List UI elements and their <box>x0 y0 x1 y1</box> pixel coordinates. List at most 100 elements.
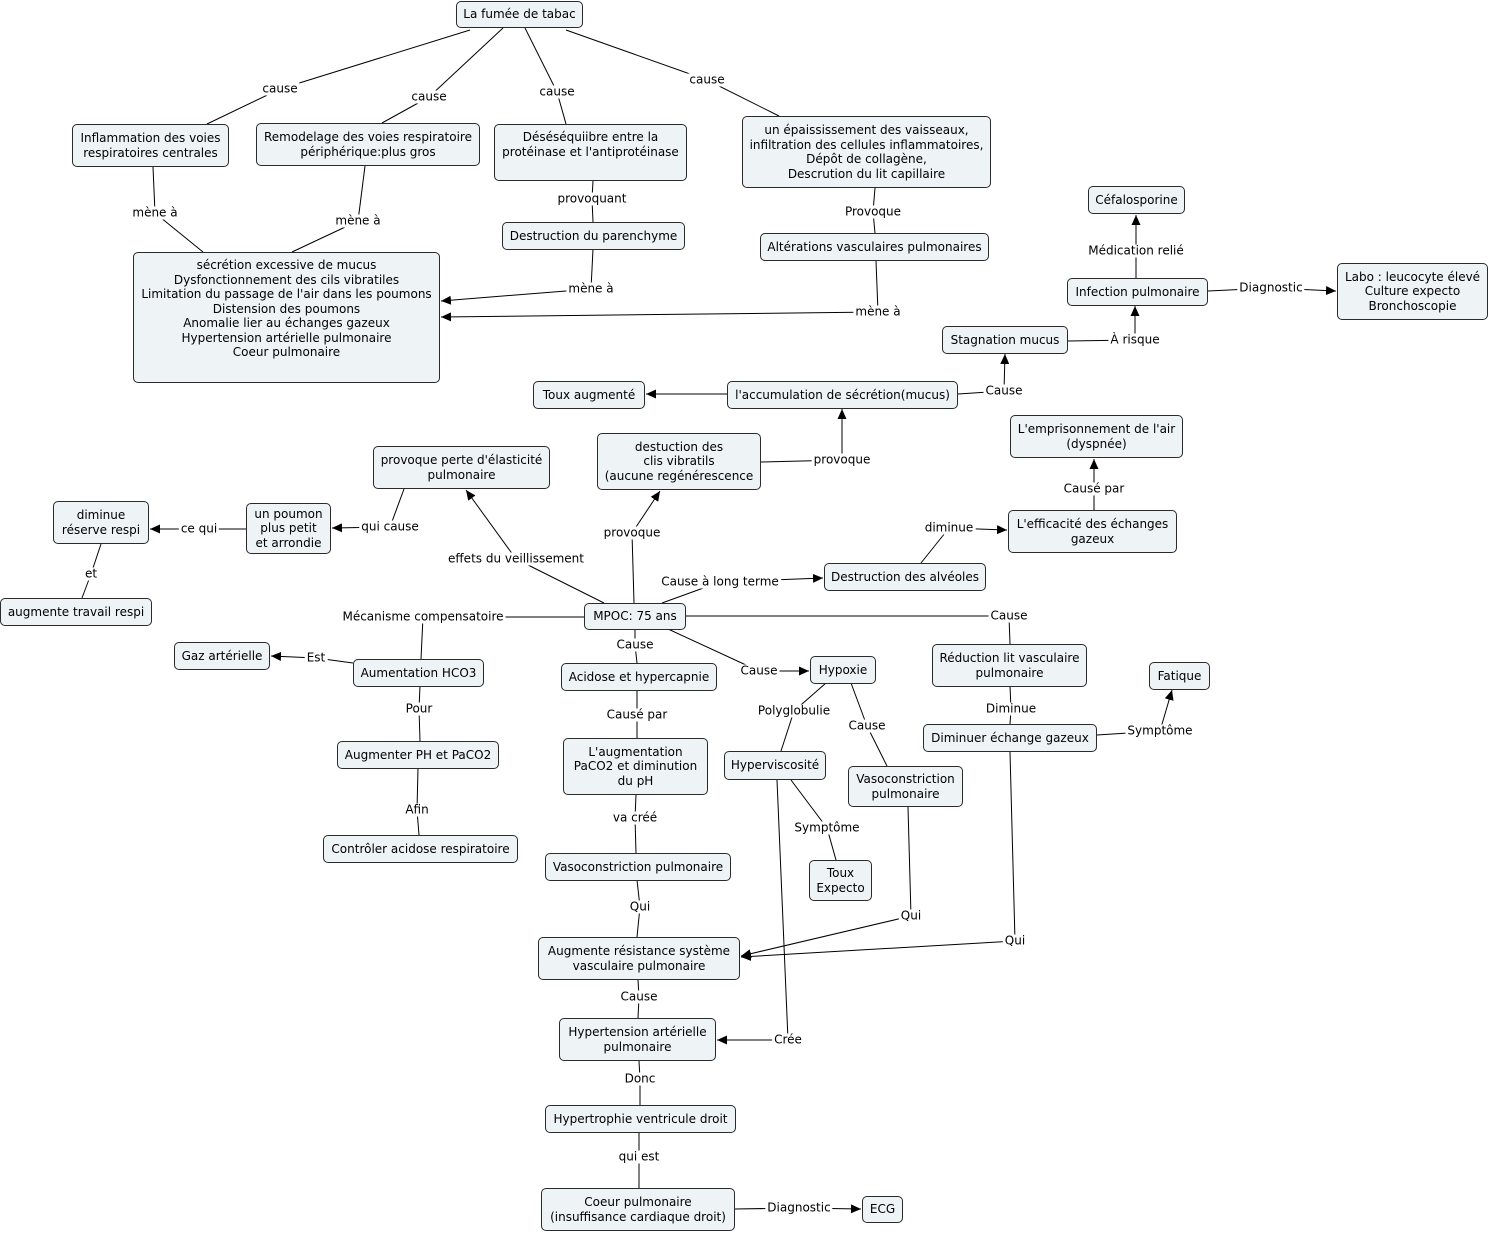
link-label-vasoconstriction-resistance: Qui <box>627 899 653 914</box>
concept-text: Acidose et hypercapnie <box>568 669 710 684</box>
concept-text: L'augmentation PaCO2 et diminution du pH <box>573 744 698 788</box>
connector-line <box>866 725 888 767</box>
concept-reduction-lit: Réduction lit vasculaire pulmonaire <box>932 644 1087 687</box>
concept-inflammation-voies: Inflammation des voies respiratoires cen… <box>72 124 229 167</box>
link-label-diminuer-resistance: Qui <box>1002 933 1028 948</box>
connector-line <box>515 558 605 604</box>
concept-text: l'accumulation de sécrétion(mucus) <box>735 387 950 402</box>
link-label-hco3-gaz: Est <box>304 650 328 665</box>
connector-line <box>152 166 156 214</box>
connector-arrow <box>440 311 879 322</box>
concept-text: Aumentation HCO3 <box>360 665 477 680</box>
concept-text: augmente travail respi <box>7 604 145 619</box>
link-label-epaississement-alterations: Provoque <box>842 204 904 219</box>
connector-line <box>790 779 828 829</box>
concept-text: L'efficacité des échanges gazeux <box>1016 517 1169 546</box>
concept-destruction-cils: destuction des clis vibratils (aucune re… <box>597 433 761 490</box>
link-label-poumon-reserve: ce qui <box>178 521 220 536</box>
connector-line <box>1009 751 1016 942</box>
concept-text: Réduction lit vasculaire pulmonaire <box>939 651 1080 680</box>
link-label-hco3-ph: Pour <box>403 701 435 716</box>
link-label-parenchyme-consequences: mène à <box>566 281 616 296</box>
link-label-vasoconstriction-droite-resistance: Qui <box>898 908 924 923</box>
connector-line <box>565 29 708 81</box>
link-label-hypertension-hypertrophie: Donc <box>622 1071 658 1086</box>
concept-text: La fumée de tabac <box>463 7 576 22</box>
concept-mpoc: MPOC: 75 ans <box>584 603 686 630</box>
concept-cefalosporine: Céfalosporine <box>1088 186 1185 214</box>
concept-vasoconstriction-centre: Vasoconstriction pulmonaire <box>545 853 731 881</box>
link-label-coeur-ecg: Diagnostic <box>765 1200 833 1215</box>
connector-line <box>631 532 635 604</box>
concept-text: Toux augmenté <box>542 387 636 402</box>
concept-hyperviscosite: Hyperviscosité <box>724 751 826 780</box>
connector-line <box>850 682 868 727</box>
concept-fatique: Fatique <box>1149 662 1210 690</box>
concept-controler-acidose: Contrôler acidose respiratoire <box>323 835 518 863</box>
connector-line <box>875 260 879 313</box>
concept-coeur-pulmonaire: Coeur pulmonaire (insuffisance cardiaque… <box>541 1188 735 1231</box>
link-label-hypertrophie-coeur: qui est <box>616 1149 662 1164</box>
link-label-mpoc-cils: provoque <box>601 525 663 540</box>
concept-acidose-hypercapnie: Acidose et hypercapnie <box>561 663 717 691</box>
concept-vasoconstriction-droite: Vasoconstriction pulmonaire <box>848 766 963 807</box>
link-label-hypoxie-hyperviscosite: Polyglobulie <box>755 703 833 718</box>
link-label-mpoc-hypoxie: Cause <box>738 663 780 678</box>
concept-fumee-tabac: La fumée de tabac <box>456 1 583 28</box>
concept-text: Hypertrophie ventricule droit <box>553 1111 728 1126</box>
connector-line <box>780 710 795 752</box>
link-label-mpoc-alveoles: Cause à long terme <box>659 574 781 589</box>
concept-text: Stagnation mucus <box>950 332 1060 347</box>
concept-text: Hypertension artérielle pulmonaire <box>568 1025 707 1054</box>
concept-epaississement-vaisseaux: un épaississement des vaisseaux, infiltr… <box>742 116 991 188</box>
link-label-fumee-remodelage: cause <box>409 89 449 104</box>
connector-arrow <box>740 915 912 959</box>
concept-text: Diminuer échange gazeux <box>931 730 1089 745</box>
link-label-reserve-travail: et <box>82 566 100 581</box>
concept-text: un épaississement des vaisseaux, infiltr… <box>749 123 984 181</box>
concept-destruction-alveoles: Destruction des alvéoles <box>824 563 986 591</box>
link-label-mpoc-reduction: Cause <box>988 608 1030 623</box>
connector-line <box>420 616 424 660</box>
link-label-alveoles-efficacite: diminue <box>922 520 976 535</box>
link-label-hyperviscosite-toux: Symptôme <box>792 820 862 835</box>
concept-text: Labo : leucocyte élevé Culture expecto B… <box>1344 269 1481 313</box>
concept-efficacite-echanges: L'efficacité des échanges gazeux <box>1008 510 1177 553</box>
concept-augmentation-paco2: L'augmentation PaCO2 et diminution du pH <box>563 738 708 795</box>
concept-text: Céfalosporine <box>1095 192 1178 207</box>
concept-accumulation-secretion: l'accumulation de sécrétion(mucus) <box>727 381 958 409</box>
concept-hypertension: Hypertension artérielle pulmonaire <box>559 1018 716 1061</box>
concept-text: Destruction du parenchyme <box>509 228 678 243</box>
connector-line <box>590 248 594 290</box>
link-label-desequilibre-parenchyme: provoquant <box>555 191 629 206</box>
connector-line <box>154 212 204 253</box>
connector-line <box>428 27 504 98</box>
concept-augmenter-ph: Augmenter PH et PaCO2 <box>337 741 499 769</box>
concept-consequences: sécrétion excessive de mucus Dysfonction… <box>133 252 440 383</box>
concept-text: diminue réserve respi <box>61 508 141 537</box>
concept-stagnation-mucus: Stagnation mucus <box>942 326 1068 354</box>
connector-line <box>667 628 760 672</box>
concept-text: Remodelage des voies respiratoire périph… <box>264 130 472 159</box>
concept-text: Hyperviscosité <box>730 758 820 773</box>
concept-emprisonnement-air: L'emprisonnement de l'air (dyspnée) <box>1010 415 1183 458</box>
connector-arrow <box>631 490 661 534</box>
concept-diminuer-echange: Diminuer échange gazeux <box>923 724 1097 752</box>
link-label-mpoc-hco3: Mécanisme compensatoire <box>340 609 506 624</box>
connector-line <box>776 779 789 1041</box>
concept-text: sécrétion excessive de mucus Dysfonction… <box>141 258 432 359</box>
link-label-inflammation-consequences: mène à <box>130 205 180 220</box>
concept-text: Altérations vasculaires pulmonaires <box>767 239 982 254</box>
concept-text: Gaz artérielle <box>181 648 263 663</box>
concept-toux-augmente: Toux augmenté <box>533 381 645 409</box>
link-label-diminuer-fatique: Symptôme <box>1125 723 1195 738</box>
link-label-paco2-vasoconstriction: va créé <box>610 810 660 825</box>
concept-ecg: ECG <box>862 1196 903 1223</box>
concept-text: Coeur pulmonaire (insuffisance cardiaque… <box>550 1195 726 1224</box>
link-label-ph-controler: Afin <box>403 802 431 817</box>
link-label-mpoc-acidose: Cause <box>614 637 656 652</box>
link-label-infection-cefalosporine: Médication relié <box>1086 243 1186 258</box>
concept-poumon-petit: un poumon plus petit et arrondie <box>246 503 331 554</box>
concept-travail-respi: augmente travail respi <box>0 598 152 626</box>
